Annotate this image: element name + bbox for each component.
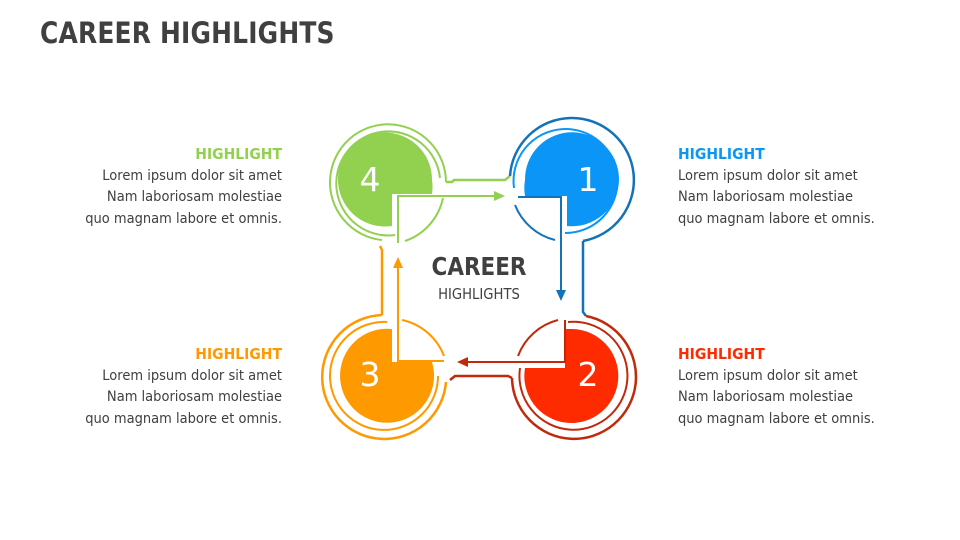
highlight-3-block: HIGHLIGHT Lorem ipsum dolor sit amet Nam… xyxy=(22,344,282,430)
highlight-1-block: HIGHLIGHT Lorem ipsum dolor sit amet Nam… xyxy=(678,144,938,230)
highlight-1-line-2: Nam laboriosam molestiae xyxy=(678,189,854,205)
highlight-2-line-1: Lorem ipsum dolor sit amet xyxy=(678,367,858,384)
highlight-3-heading: HIGHLIGHT xyxy=(195,345,282,363)
center-title: CAREER xyxy=(431,252,527,281)
highlight-4-line-1: Lorem ipsum dolor sit amet xyxy=(102,167,282,184)
highlight-3-line-3: quo magnam labore et omnis. xyxy=(85,410,282,427)
circle-1-number: 1 xyxy=(577,160,599,199)
highlight-3-line-1: Lorem ipsum dolor sit amet xyxy=(102,367,282,384)
circle-2-shape xyxy=(449,314,638,441)
highlight-4-heading: HIGHLIGHT xyxy=(195,145,282,163)
circle-4-number: 4 xyxy=(359,160,381,199)
highlight-4-line-2: Nam laboriosam molestiae xyxy=(106,189,282,205)
highlight-2-heading: HIGHLIGHT xyxy=(678,345,765,363)
highlight-1-line-3: quo magnam labore et omnis. xyxy=(678,210,875,227)
highlight-2-line-2: Nam laboriosam molestiae xyxy=(678,389,854,405)
circle-4-shape xyxy=(329,123,511,243)
highlight-2-line-3: quo magnam labore et omnis. xyxy=(678,410,875,427)
highlight-4-line-3: quo magnam labore et omnis. xyxy=(85,210,282,227)
circle-3-shape xyxy=(320,245,448,441)
center-subtitle: HIGHLIGHTS xyxy=(438,285,520,303)
highlight-1-heading: HIGHLIGHT xyxy=(678,145,765,163)
highlight-4-block: HIGHLIGHT Lorem ipsum dolor sit amet Nam… xyxy=(22,144,282,230)
highlight-2-block: HIGHLIGHT Lorem ipsum dolor sit amet Nam… xyxy=(678,344,938,430)
circle-3-number: 3 xyxy=(359,355,381,394)
circle-1-shape xyxy=(508,116,636,317)
center-label: CAREER HIGHLIGHTS xyxy=(400,252,558,303)
highlight-1-line-1: Lorem ipsum dolor sit amet xyxy=(678,167,858,184)
page-title: CAREER HIGHLIGHTS xyxy=(40,16,335,50)
highlight-3-line-2: Nam laboriosam molestiae xyxy=(106,389,282,405)
circle-2-number: 2 xyxy=(577,355,599,394)
